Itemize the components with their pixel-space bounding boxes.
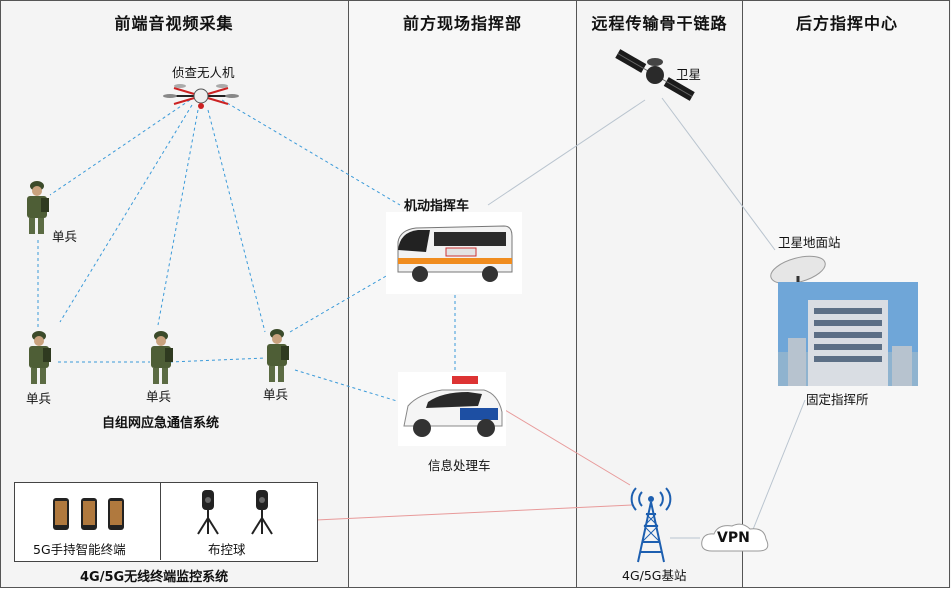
soldier-label: 单兵 — [52, 229, 78, 244]
satellite-label: 卫星 — [676, 67, 702, 82]
phone-icon — [53, 498, 69, 530]
link-satellite-groundstation — [661, 97, 776, 251]
column-divider — [742, 0, 743, 588]
column-title-backbone: 远程传输骨干链路 — [591, 14, 728, 33]
soldier-label: 单兵 — [263, 387, 289, 402]
adhoc-system-label: 自组网应急通信系统 — [102, 416, 220, 431]
column-title-rear: 后方指挥中心 — [795, 14, 898, 33]
ground-station-label: 卫星地面站 — [778, 235, 841, 250]
command-vehicle-label: 机动指挥车 — [404, 199, 470, 214]
base-station-label: 4G/5G基站 — [622, 568, 687, 583]
drone-icon — [163, 84, 239, 109]
phone-icon — [81, 498, 97, 530]
link-drone-soldier — [157, 109, 199, 326]
link-info-basestation — [504, 409, 631, 486]
drone-label: 侦查无人机 — [172, 65, 235, 80]
link-soldier-soldier — [169, 357, 266, 363]
wireless-system-label: 4G/5G无线终端监控系统 — [80, 570, 229, 585]
base-station-tower-icon — [630, 487, 672, 563]
phone-icon — [108, 498, 124, 530]
link-terminal-basestation — [315, 504, 633, 521]
link-vpn-fixed — [751, 399, 806, 533]
column-divider — [348, 0, 349, 588]
link-soldier-command — [289, 264, 406, 333]
command-vehicle-icon — [386, 212, 522, 294]
fixed-command-label: 固定指挥所 — [806, 392, 869, 407]
terminal-label: 5G手持智能终端 — [33, 542, 126, 557]
dome-camera-icon — [197, 490, 219, 535]
link-satellite-command — [487, 99, 646, 206]
soldier-label: 单兵 — [26, 391, 52, 406]
link-drone-soldier — [59, 104, 193, 323]
link-drone-command — [221, 99, 401, 206]
soldier-icon — [267, 329, 289, 382]
column-title-field: 前方现场指挥部 — [402, 14, 522, 33]
link-drone-soldier — [49, 99, 191, 196]
column-title-frontend: 前端音视频采集 — [114, 14, 234, 33]
vpn-label: VPN — [717, 530, 750, 546]
soldier-icon — [151, 331, 173, 384]
link-drone-soldier — [207, 109, 266, 333]
soldier-label: 单兵 — [146, 389, 172, 404]
soldier-icon — [27, 181, 49, 234]
vpn-cloud-icon — [701, 523, 769, 552]
info-vehicle-label: 信息处理车 — [428, 458, 491, 473]
column-field-bg — [349, 0, 576, 588]
dome-camera-label: 布控球 — [208, 542, 246, 557]
soldier-icon — [29, 331, 51, 384]
wireless-system-divider — [160, 482, 161, 560]
dome-camera-icon — [251, 490, 273, 535]
column-divider — [576, 0, 577, 588]
column-backbone-bg — [577, 0, 742, 588]
link-soldier-info — [294, 369, 411, 406]
satellite-icon — [615, 49, 695, 101]
info-vehicle-icon — [398, 372, 506, 446]
fixed-command-building-icon — [778, 282, 918, 386]
